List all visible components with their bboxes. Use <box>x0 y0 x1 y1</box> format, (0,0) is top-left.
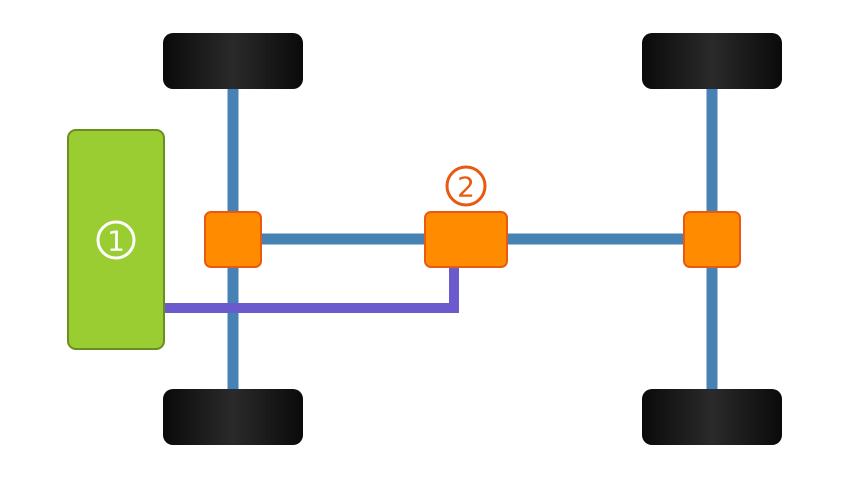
front-left-tire <box>163 33 303 89</box>
engine-label-ring <box>96 220 136 260</box>
engine-block <box>67 129 165 350</box>
center-unit-label-ring <box>445 165 487 207</box>
rear-left-tire <box>642 33 782 89</box>
front-right-tire <box>163 389 303 445</box>
center-unit-label: 2 <box>457 171 475 204</box>
rear-right-tire <box>642 389 782 445</box>
engine-label: 1 <box>107 225 125 258</box>
front-differential <box>204 211 262 268</box>
rear-differential <box>683 211 741 268</box>
center-differential <box>424 211 508 268</box>
control-link-line <box>165 265 459 313</box>
